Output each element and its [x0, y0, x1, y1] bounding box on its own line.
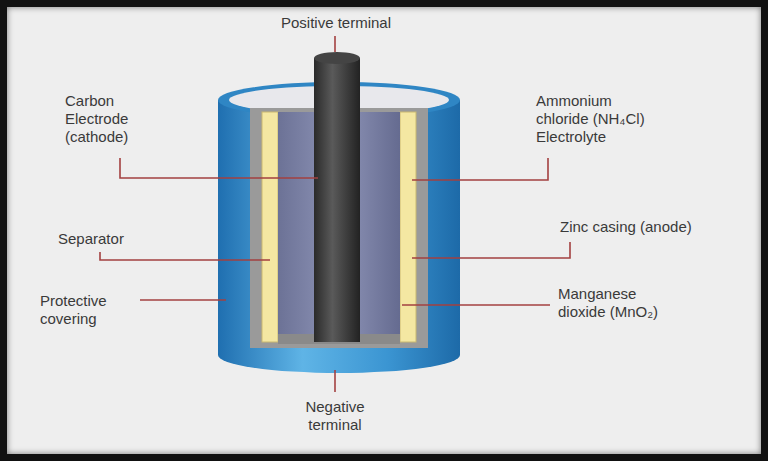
part-label-text: Manganese dioxide (MnO₂) [558, 285, 658, 320]
part-label-text: Negative terminal [305, 398, 364, 433]
part-label: Separator [58, 230, 178, 248]
part-label: Carbon Electrode (cathode) [65, 92, 147, 146]
part-label: Ammonium chloride (NH₄Cl) Electrolyte [536, 92, 668, 146]
part-label: Positive terminal [236, 14, 436, 32]
part-label: Negative terminal [290, 398, 380, 434]
leader-lines [100, 36, 570, 392]
part-label-text: Separator [58, 230, 124, 247]
part-label-text: Carbon Electrode (cathode) [65, 92, 128, 145]
part-label: Protective covering [40, 292, 132, 328]
part-label-text: Positive terminal [281, 14, 391, 31]
part-label: Zinc casing (anode) [560, 218, 750, 236]
part-label-text: Ammonium chloride (NH₄Cl) Electrolyte [536, 92, 645, 145]
part-label: Manganese dioxide (MnO₂) [558, 285, 680, 321]
carbon-rod [314, 52, 360, 342]
part-label-text: Zinc casing (anode) [560, 218, 692, 235]
part-label-text: Protective covering [40, 292, 107, 327]
